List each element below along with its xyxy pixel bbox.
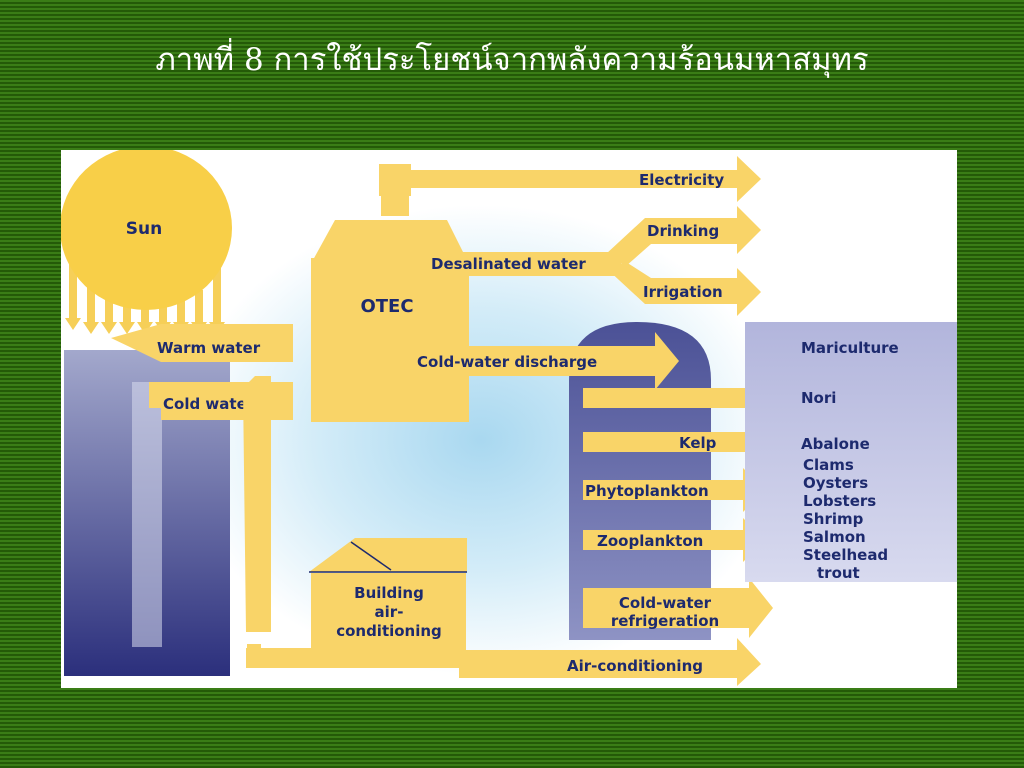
kelp-label: Kelp [679,434,717,452]
refrigeration-arrow [583,578,773,638]
nori-arrow [583,376,785,420]
zooplankton-arrow [583,518,765,562]
species-oysters: Oysters [803,474,868,492]
drinking-label: Drinking [647,222,719,240]
mariculture-box [745,322,957,582]
phytoplankton-arrow [583,468,765,512]
otec-diagram: Sun Warm water Cold water Air-conditioni… [61,150,957,686]
drinking-arrow [606,206,761,266]
slide-title: ภาพที่ 8 การใช้ประโยชน์จากพลังความร้อนมห… [155,42,869,78]
zooplankton-label: Zooplankton [597,532,703,550]
phytoplankton-label: Phytoplankton [585,482,709,500]
nori-label: Nori [801,389,836,407]
otec-plant [311,258,469,422]
building-ac-line-1: Building [354,584,424,602]
species-salmon: Salmon [803,528,866,546]
building [311,573,466,650]
refrigeration-line-2: refrigeration [611,612,719,630]
air-conditioning-label: Air-conditioning [567,657,703,675]
refrigeration-line-1: Cold-water [619,594,712,612]
building-roof [309,538,467,572]
desalinated-water-arrow [427,252,621,276]
otec-diagram-panel: Sun Warm water Cold water Air-conditioni… [61,150,957,688]
species-shrimp: Shrimp [803,510,864,528]
building-ac-line-2: air- [375,603,404,621]
cold-water-discharge-label: Cold-water discharge [417,353,597,371]
warm-water-label: Warm water [157,339,261,357]
species-trout: trout [817,564,860,582]
otec-label: OTEC [360,296,413,317]
cold-water-label: Cold water [163,395,255,413]
species-abalone: Abalone [801,435,870,453]
air-conditioning-arrow [459,638,761,686]
ac-pipe [246,648,461,668]
sun-label: Sun [126,219,162,239]
sun [61,150,232,310]
species-lobsters: Lobsters [803,492,876,510]
irrigation-label: Irrigation [643,283,723,301]
species-clams: Clams [803,456,854,474]
kelp-arrow [583,420,785,464]
electricity-label: Electricity [639,171,724,189]
otec-roof [313,220,467,260]
mariculture-title: Mariculture [801,339,899,357]
electricity-arrow [407,156,761,202]
species-steelhead: Steelhead [803,546,888,564]
desalinated-water-label: Desalinated water [431,255,586,273]
irrigation-arrow [606,262,761,316]
building-ac-line-3: conditioning [336,622,442,640]
warm-water-arrow [111,324,293,362]
deep-water-pipe [132,382,162,647]
cold-water-discharge-arrow [413,332,679,390]
cold-water-pipe [243,376,271,632]
otec-generator [379,164,411,196]
